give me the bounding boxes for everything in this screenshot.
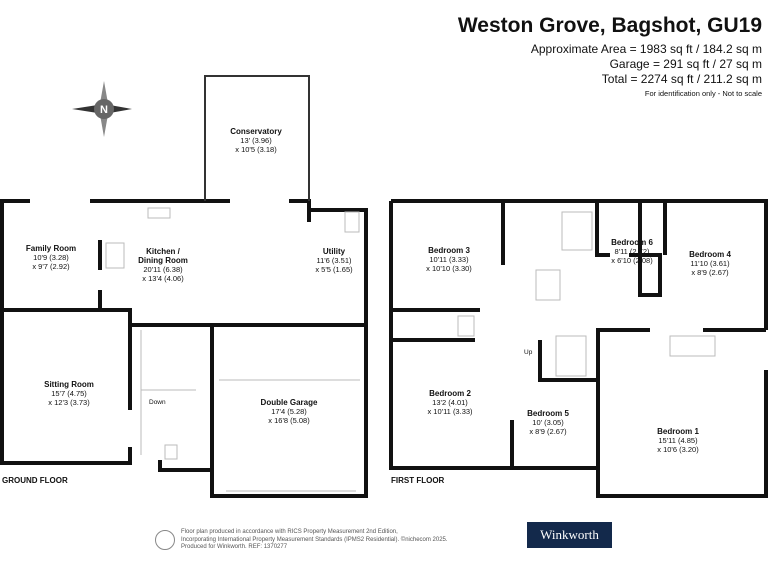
first-floor-label: FIRST FLOOR	[391, 476, 445, 485]
compass-letter: N	[100, 104, 108, 116]
identification-note: For identification only - Not to scale	[644, 89, 762, 98]
compass-icon: N	[72, 81, 132, 137]
ground-details	[105, 207, 360, 492]
first-floor-walls	[389, 199, 768, 498]
property-title: Weston Grove, Bagshot, GU19	[457, 14, 762, 37]
conservatory-walls	[204, 75, 310, 201]
stairs-up-label: Up	[524, 349, 533, 356]
stairs-down-label: Down	[149, 399, 166, 406]
garage-area: Garage = 291 sq ft / 27 sq m	[609, 57, 762, 71]
ground-floor-walls	[0, 199, 368, 498]
approximate-area: Approximate Area = 1983 sq ft / 184.2 sq…	[530, 42, 762, 56]
first-details	[457, 211, 716, 377]
ground-floor-label: GROUND FLOOR	[2, 476, 68, 485]
rics-logo-icon	[155, 530, 175, 550]
footer-note: Floor plan produced in accordance with R…	[181, 529, 448, 550]
total-area: Total = 2274 sq ft / 211.2 sq m	[601, 72, 762, 86]
winkworth-logo: Winkworth	[527, 522, 612, 548]
